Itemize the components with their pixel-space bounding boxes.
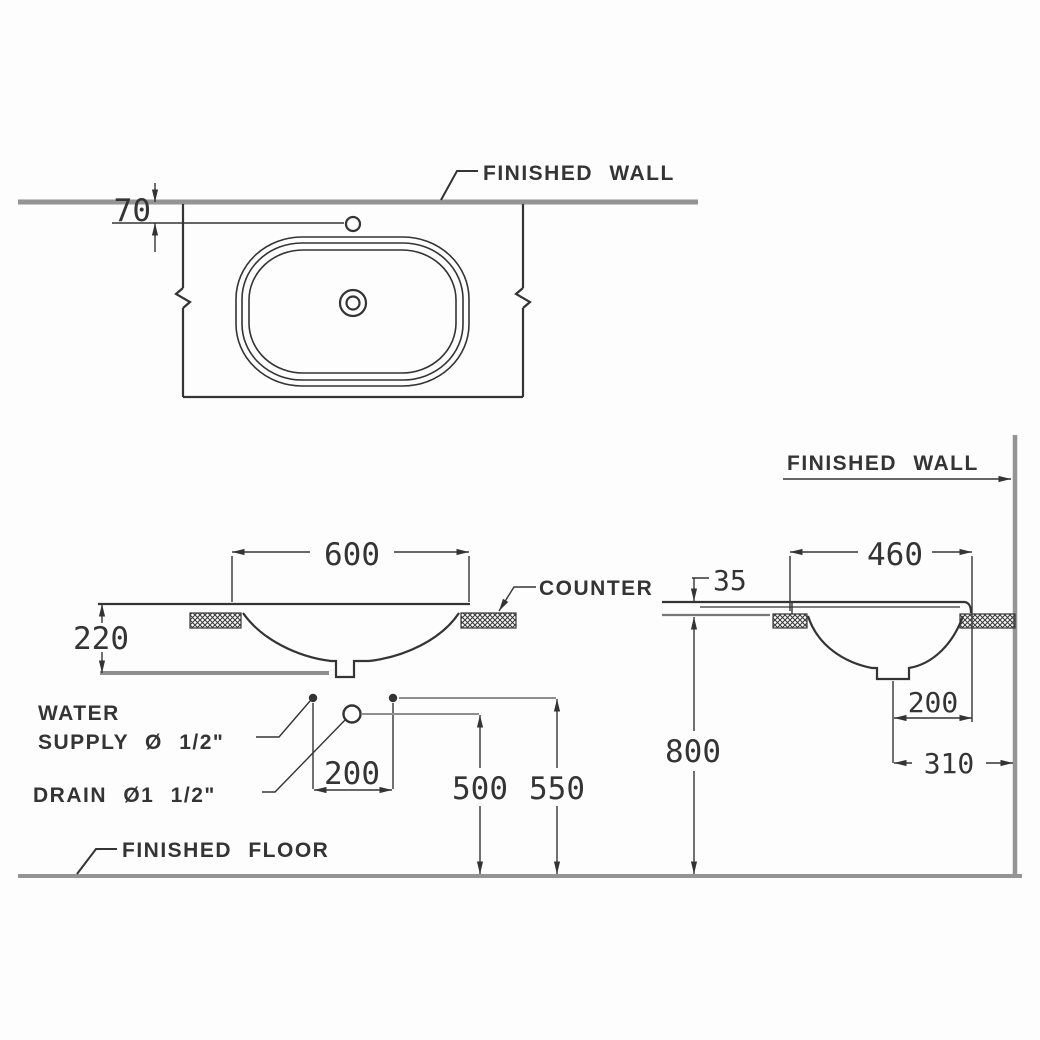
dim-200-front: 200 xyxy=(324,756,380,792)
dim-70: 70 xyxy=(114,193,151,229)
floor: FINISHED FLOOR xyxy=(18,839,1022,878)
drain-leader xyxy=(262,718,347,793)
drain-label: DRAIN Ø1 1/2" xyxy=(33,784,216,807)
basin-rim-inner xyxy=(248,249,457,374)
front-elevation: 600 220 COUNTER 200 500 550 xyxy=(33,537,653,874)
counter-section-side-right xyxy=(959,613,1016,629)
faucet-hole xyxy=(344,215,362,233)
bowl-profile-side xyxy=(806,615,965,681)
dim-500: 500 xyxy=(452,771,508,807)
counter-edge-curve xyxy=(964,600,973,614)
counter-outline-plan xyxy=(174,204,532,399)
dim-460: 460 xyxy=(867,537,923,573)
counter-leader xyxy=(498,586,536,612)
counter-label: COUNTER xyxy=(539,577,653,600)
drain-hole-outer xyxy=(338,288,368,318)
bowl-profile-front xyxy=(242,612,460,679)
dim-220: 220 xyxy=(73,621,129,657)
supply-point-right xyxy=(388,693,398,703)
dim-550: 550 xyxy=(529,771,585,807)
counter-section-right xyxy=(460,612,517,629)
finished-wall-label-side: FINISHED WALL xyxy=(787,452,979,475)
counter-section-left xyxy=(189,612,242,629)
basin-rim-outer xyxy=(235,236,470,387)
basin-rim-mid xyxy=(241,242,464,381)
side-elevation: FINISHED WALL 460 35 200 310 xyxy=(662,435,1018,875)
plan-view: FINISHED WALL 70 xyxy=(18,162,698,399)
water-supply-label-line1: WATER xyxy=(38,702,120,725)
water-supply-label-line2: SUPPLY Ø 1/2" xyxy=(38,731,224,754)
drain-outlet xyxy=(342,704,362,724)
dim-35: 35 xyxy=(713,564,747,597)
finished-floor-label: FINISHED FLOOR xyxy=(122,839,329,862)
break-mark-right xyxy=(514,287,532,309)
drain-hole-inner xyxy=(345,295,361,311)
basin-outline-plan xyxy=(235,236,470,387)
finished-wall-label-top: FINISHED WALL xyxy=(483,162,675,185)
dim-200-side: 200 xyxy=(908,686,959,719)
break-mark-left xyxy=(174,287,192,309)
dim-800: 800 xyxy=(665,734,721,770)
water-supply-leader xyxy=(256,700,311,738)
dim-310: 310 xyxy=(924,747,975,780)
counter-section-side-left xyxy=(772,613,808,629)
dim-600: 600 xyxy=(324,537,380,573)
finished-floor-leader xyxy=(76,848,117,875)
supply-point-left xyxy=(308,693,318,703)
finished-wall-leader xyxy=(440,170,478,201)
